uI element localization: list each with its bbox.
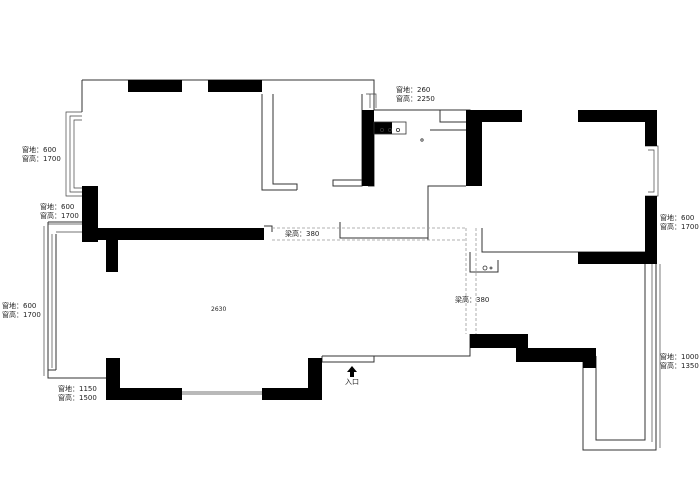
window-symbols: [43, 93, 661, 448]
entrance-arrow-icon: [347, 366, 357, 377]
entrance-label: 入口: [345, 378, 359, 386]
window-label-6: 窗地：600 窗高：1700: [660, 214, 699, 232]
window-label-7: 窗地：1000 窗高：1350: [660, 353, 699, 371]
beam-label-1: 梁高：380: [285, 230, 320, 238]
window-height: 窗高：1700: [2, 311, 41, 319]
fixtures: [373, 121, 493, 271]
beam-lines: [272, 227, 477, 334]
window-sill: 窗地：1150: [58, 385, 97, 393]
window-height: 窗高：1350: [660, 362, 699, 370]
window-height: 窗高：1700: [22, 155, 61, 163]
window-sill: 窗地：600: [22, 146, 57, 154]
beam-label-2: 梁高：380: [455, 296, 490, 304]
window-sill: 窗地：1000: [660, 353, 699, 361]
solid-walls: [82, 80, 657, 400]
dimension-label: 2630: [211, 306, 227, 313]
window-height: 窗高：1700: [660, 223, 699, 231]
window-label-1: 窗地：600 窗高：1700: [22, 146, 61, 164]
window-height: 窗高：1700: [40, 212, 79, 220]
window-sill: 窗地：600: [2, 302, 37, 310]
window-height: 窗高：1500: [58, 394, 97, 402]
window-label-3: 窗地：600 窗高：1700: [2, 302, 41, 320]
window-height: 窗高：2250: [396, 95, 435, 103]
window-label-2: 窗地：600 窗高：1700: [40, 203, 79, 221]
window-label-5: 窗地：260 窗高：2250: [396, 86, 435, 104]
window-label-4: 窗地：1150 窗高：1500: [58, 385, 97, 403]
window-sill: 窗地：600: [40, 203, 75, 211]
window-sill: 窗地：600: [660, 214, 695, 222]
window-sill: 窗地：260: [396, 86, 431, 94]
